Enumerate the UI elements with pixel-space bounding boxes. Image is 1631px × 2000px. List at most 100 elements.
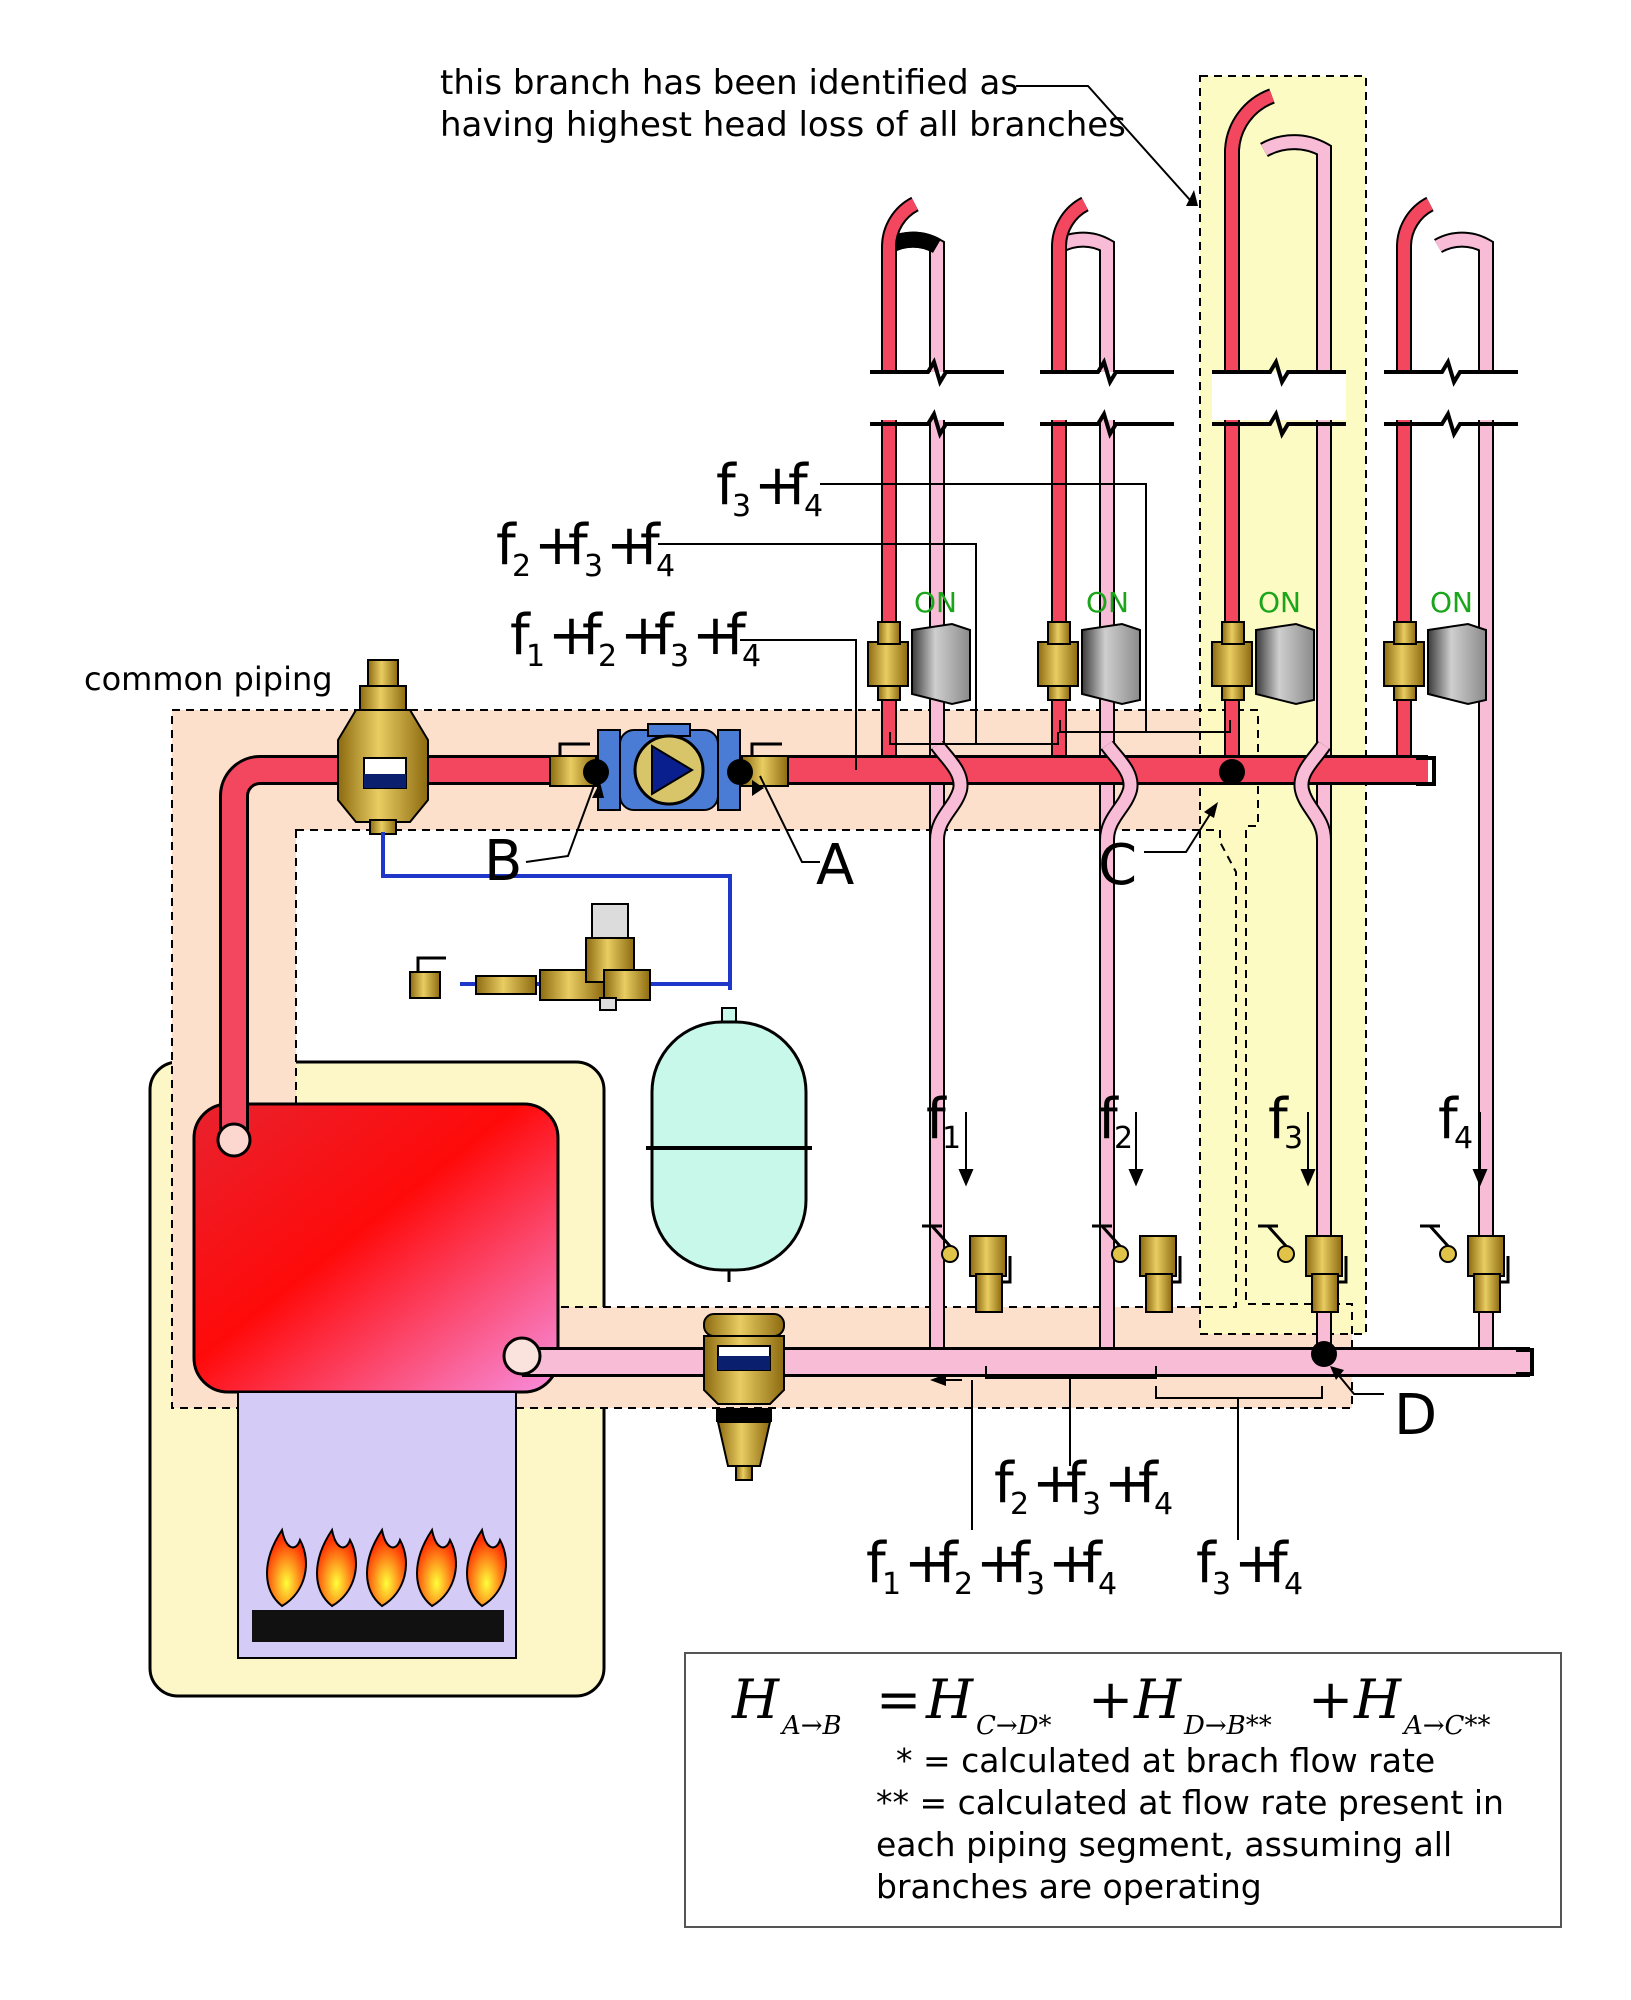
supply_f3f4-f-0: f (716, 453, 737, 518)
branch-flow-f1-sub: 1 (942, 1121, 961, 1156)
supply_f2f3f4-sub-0: 2 (512, 549, 531, 584)
supply_f2f3f4-plus-2: + (606, 513, 653, 578)
branch-flow-f3-sub: 3 (1284, 1121, 1303, 1156)
return_f1f2f3f4-sub-0: 1 (882, 1567, 901, 1602)
branch-flow-f4: f (1438, 1087, 1459, 1152)
return_f1f2f3f4-f-3: f (1082, 1531, 1103, 1596)
return_f2f3f4-f-0: f (994, 1451, 1015, 1516)
eq-equals: = (876, 1668, 921, 1731)
return_f2f3f4-sub-2: 4 (1154, 1487, 1173, 1522)
burner-flames (266, 1527, 507, 1608)
eq-t2: H (1133, 1668, 1182, 1731)
return-crossovers (929, 740, 1332, 841)
return_f1f2f3f4-sub-1: 2 (954, 1567, 973, 1602)
eq-plus-1: + (1088, 1668, 1133, 1731)
supply_f2f3f4-sub-1: 3 (584, 549, 603, 584)
point-b-marker (583, 759, 609, 785)
eq-lhs: H (731, 1668, 780, 1731)
supply_f1f2f3f4-f-3: f (726, 603, 747, 668)
zone3-status: ON (1258, 586, 1301, 619)
supply_f2f3f4-plus-1: + (534, 513, 581, 578)
supply_f2f3f4-f-2: f (640, 513, 661, 578)
return_f3f4-f-1: f (1268, 1531, 1289, 1596)
return_f3f4-plus-1: + (1234, 1531, 1281, 1596)
zone1-status: ON (914, 586, 957, 619)
supply_f3f4-plus-1: + (754, 453, 801, 518)
supply_f3f4-sub-0: 3 (732, 489, 751, 524)
return_f2f3f4-sub-1: 3 (1082, 1487, 1101, 1522)
supply_f1f2f3f4-plus-1: + (548, 603, 595, 668)
supply_f2f3f4-f-0: f (496, 513, 517, 578)
return_f1f2f3f4-plus-2: + (976, 1531, 1023, 1596)
dirt-separator (703, 1313, 785, 1481)
return_f1f2f3f4-f-1: f (938, 1531, 959, 1596)
supply_f1f2f3f4-sub-0: 1 (526, 639, 545, 674)
eq-t1-sub: C→D* (976, 1711, 1052, 1741)
branch-flow-f2-sub: 2 (1114, 1121, 1133, 1156)
supply_f2f3f4-f-1: f (568, 513, 589, 578)
head-loss-equation: H A→B = H C→D* + H D→B** + H A→C** (731, 1668, 1490, 1741)
supply-header-cap (1416, 756, 1436, 786)
point-d-marker (1311, 1341, 1337, 1367)
eq-note-3: each piping segment, assuming all (876, 1825, 1453, 1864)
supply_f1f2f3f4-plus-2: + (620, 603, 667, 668)
zone2-status: ON (1086, 586, 1129, 619)
supply_f2f3f4-sub-2: 4 (656, 549, 675, 584)
supply_f1f2f3f4-f-2: f (654, 603, 675, 668)
supply_f1f2f3f4-plus-3: + (692, 603, 739, 668)
return_f1f2f3f4-sub-2: 3 (1026, 1567, 1045, 1602)
equation-box (684, 1652, 1562, 1928)
supply_f1f2f3f4-f-0: f (510, 603, 531, 668)
eq-t2-sub: D→B** (1183, 1711, 1272, 1741)
eq-note-1: * = calculated at brach flow rate (896, 1741, 1436, 1780)
leader-lines (525, 85, 1384, 1540)
annotation-line-1: this branch has been identified as (440, 63, 1018, 103)
supply-header (222, 758, 1428, 1130)
point-c-marker (1219, 759, 1245, 785)
supply_f1f2f3f4-sub-1: 2 (598, 639, 617, 674)
pressure-reducing-valve (409, 903, 651, 1011)
return_f1f2f3f4-plus-3: + (1048, 1531, 1095, 1596)
supply_f3f4-f-1: f (788, 453, 809, 518)
return_f1f2f3f4-sub-3: 4 (1098, 1567, 1117, 1602)
point-b-label: B (484, 829, 522, 894)
balancing-valves (922, 1224, 1510, 1313)
eq-lhs-sub: A→B (780, 1711, 842, 1741)
return_f1f2f3f4-plus-1: + (904, 1531, 951, 1596)
eq-plus-2: + (1308, 1668, 1353, 1731)
air-separator (337, 659, 429, 835)
arrowheads (592, 190, 1344, 1386)
point-d-label: D (1394, 1383, 1437, 1448)
point-a-marker (727, 759, 753, 785)
zone4-status: ON (1430, 586, 1473, 619)
return_f2f3f4-plus-2: + (1104, 1451, 1151, 1516)
eq-note-4: branches are operating (876, 1867, 1262, 1906)
branch-flow-f4-sub: 4 (1454, 1121, 1473, 1156)
supply_f1f2f3f4-sub-3: 4 (742, 639, 761, 674)
return_f3f4-f-0: f (1196, 1531, 1217, 1596)
supply-risers (881, 88, 1435, 770)
zone-valves (867, 621, 1487, 706)
return_f2f3f4-f-1: f (1066, 1451, 1087, 1516)
return_f2f3f4-sub-0: 2 (1010, 1487, 1029, 1522)
return_f3f4-sub-0: 3 (1212, 1567, 1231, 1602)
return_f1f2f3f4-f-0: f (866, 1531, 887, 1596)
return_f1f2f3f4-f-2: f (1010, 1531, 1031, 1596)
eq-note-2: ** = calculated at flow rate present in (876, 1783, 1504, 1822)
compound-flow-labels: f3+f4f2+f3+f4f1+f2+f3+f4f2+f3+f4f1+f2+f3… (496, 453, 1303, 1602)
annotation-line-2: having highest head loss of all branches (440, 105, 1126, 145)
eq-t3-sub: A→C** (1402, 1711, 1490, 1741)
point-c-label: C (1098, 833, 1137, 898)
return_f3f4-sub-1: 4 (1284, 1567, 1303, 1602)
supply_f1f2f3f4-sub-2: 3 (670, 639, 689, 674)
branch-flow-arrows (958, 1112, 1488, 1187)
branch-flow-f3: f (1268, 1087, 1289, 1152)
burner (252, 1610, 504, 1642)
supply_f3f4-sub-1: 4 (804, 489, 823, 524)
supply-outlet (216, 1122, 252, 1158)
eq-t3: H (1353, 1668, 1402, 1731)
branch-flow-f1: f (926, 1087, 947, 1152)
